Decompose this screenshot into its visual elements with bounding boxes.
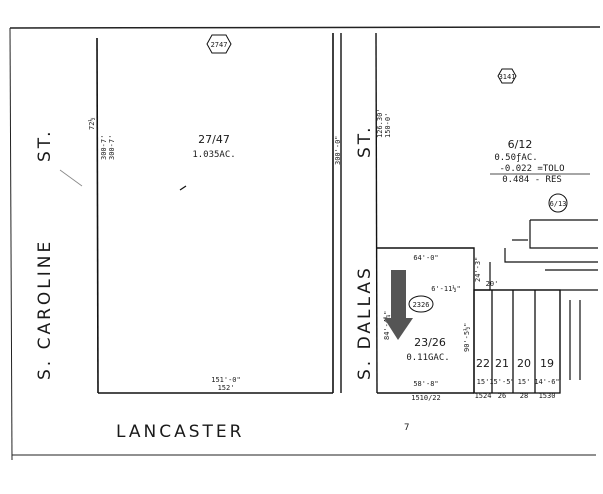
dallas-street-suffix: ST. [355,124,375,158]
oval-badge-icon [408,295,434,313]
circle-badge-icon [548,193,568,213]
lot-address: 26 [498,392,506,400]
dallas-upper-dim-a: 126.30' [376,108,384,138]
parcel-2747-left-dim-2: 300-7' [108,135,116,160]
parcel-2326-dim-243: 24'-3" [474,257,482,282]
misc-mark: 7 [404,423,409,433]
parcel-2747-west-line [96,37,99,394]
lot-width: 14'-6" [534,378,559,386]
lot-width: 15'-5" [489,378,514,386]
lot-20: 20 15' 28 [517,357,531,400]
parcel-2747-bottom-dim: 151'-0" [211,376,241,384]
lot-number: 22 [476,357,490,370]
block-badge-right-label: 3141 [499,73,516,81]
right-side-structures [489,219,598,380]
parcel-612-area: 0.50ƒAC. [494,153,537,163]
block-badge-top-label: 2747 [211,41,228,49]
parcel-2326-badge: 2326 [408,295,434,313]
parcel-2326-left-dim: 84'-4¼" [383,310,391,340]
dallas-st-lines [340,32,378,394]
lot-address: 1524 [475,392,492,400]
parcel-2326-badge-label: 2326 [413,301,430,309]
dallas-upper-dim-b: 150-0' [384,113,392,138]
lot-address: 28 [520,392,528,400]
lot-width: 15' [518,378,531,386]
parcel-2747-right-dim: 300'-0" [334,135,342,165]
small-badge-label: 6/13 [550,200,567,208]
structure-line [504,248,598,263]
parcel-2326-top-dim: 64'-0" [413,254,438,262]
arrow-shaft [391,270,406,318]
parcel-2326-address: 1510/22 [411,394,441,402]
stray-mark [179,185,187,191]
lot-strip [473,289,561,394]
parcel-2326-area: 0.11GAC. [406,353,449,363]
parcel-612-line2: -0.022 =TOLO [499,164,564,174]
sheet-border [9,26,601,461]
block-badge-right: 3141 [497,68,517,84]
parcel-2326-right-dim: 90'-5½" [463,322,471,352]
lot-22: 22 15' 1524 [475,357,492,400]
lot-number: 19 [540,357,554,370]
caroline-street-suffix: ST. [35,128,55,162]
block-badge-small-right: 6/13 [548,193,568,213]
lot-strip-outline [473,289,561,394]
lot-number: 21 [495,357,509,370]
structure-line [489,262,598,291]
faint-mark [59,169,83,187]
hexagon-icon [206,34,232,54]
dallas-street-name: S. DALLAS [355,265,375,380]
parcel-2747-left-tick: 72½ [88,117,96,130]
lot-width: 15' [477,378,490,386]
parcel-2326-dim-20: 20' [486,280,499,288]
structure-line [529,220,598,249]
parcel-2747-left-dim: 300-7' [100,135,108,160]
parcel-612-id: 6/12 [508,138,533,151]
lot-19: 19 14'-6" 1530 [534,357,559,400]
parcel-2747-id: 27/47 [198,133,230,146]
lot-address: 1530 [539,392,556,400]
block-badge-top: 2747 [206,34,232,54]
left-border-line [9,27,13,461]
hexagon-icon [497,68,517,84]
lot-21: 21 15'-5" 26 [489,357,514,400]
parcel-2747-outline [96,33,334,394]
parcel-612-line3: 0.484 - RES [502,175,562,185]
parcel-2326-mid-dim: 6'-11½" [431,285,461,293]
parcel-2326-bottom-dim: 58'-8" [413,380,438,388]
lot-number: 20 [517,357,531,370]
lancaster-street-name: LANCASTER [116,422,244,442]
top-border-line [9,26,601,29]
caroline-street-name: S. CAROLINE [35,239,55,380]
parcel-2747-bottom-dim-2: 152' [218,384,235,392]
parcel-2326-id: 23/26 [414,336,446,349]
arrow-head [384,318,413,340]
dallas-east-line [375,32,378,394]
parcel-2747-area: 1.035AC. [192,150,235,160]
down-arrow-icon [384,270,413,340]
